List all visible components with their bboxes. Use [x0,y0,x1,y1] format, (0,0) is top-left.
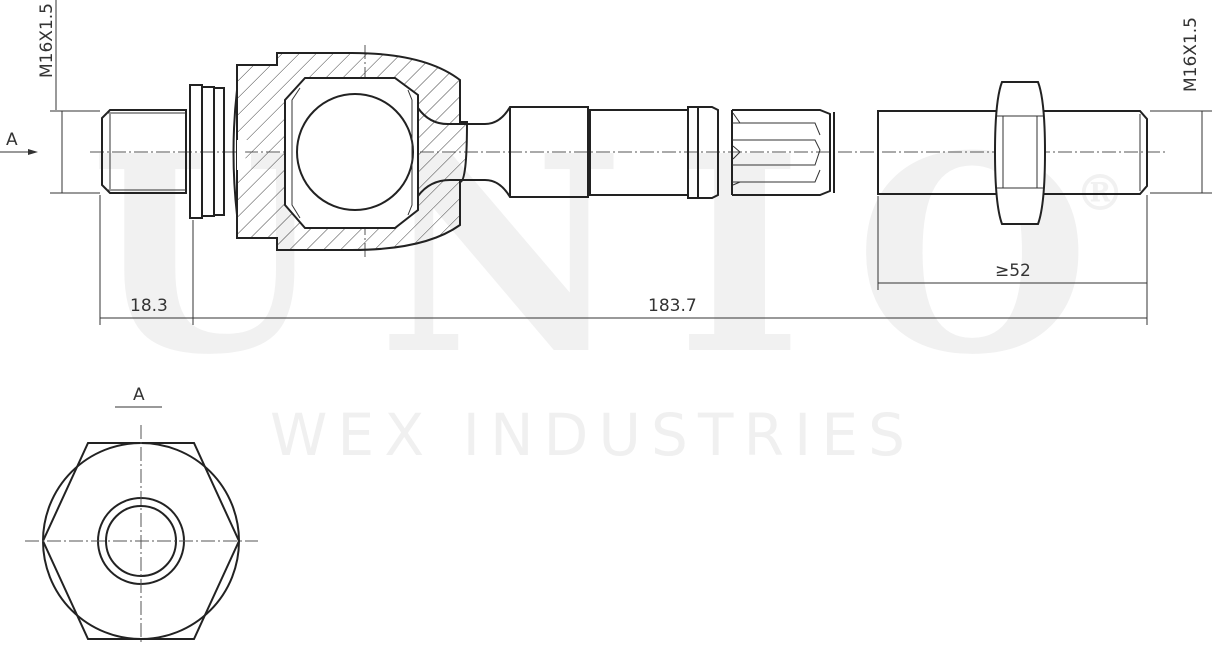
right-thread-label: M16X1.5 [1181,17,1201,92]
left-thread-label: M16X1.5 [37,3,57,78]
watermark-registered: ® [1075,163,1125,222]
seal-rings [189,84,225,219]
left-stud [101,109,187,194]
stud-length-label: 18.3 [130,296,168,316]
jam-nut [993,81,1047,225]
section-arrow: A [0,130,38,155]
inner-shaft [417,106,835,199]
ball-joint-housing [232,52,469,251]
watermark-company: WEX INDUSTRIES [270,401,905,469]
right-thread-dimension: M16X1.5 [1150,17,1212,194]
overall-length-label: 183.7 [648,296,697,316]
end-view: A [25,385,258,645]
left-thread-dimension: M16X1.5 [37,0,100,194]
end-view-label: A [133,385,145,405]
right-threaded-end [877,110,1148,195]
length-dimensions: 18.3 183.7 ≥52 [99,195,1148,325]
section-arrow-label: A [6,130,18,150]
thread-length-label: ≥52 [995,261,1031,281]
